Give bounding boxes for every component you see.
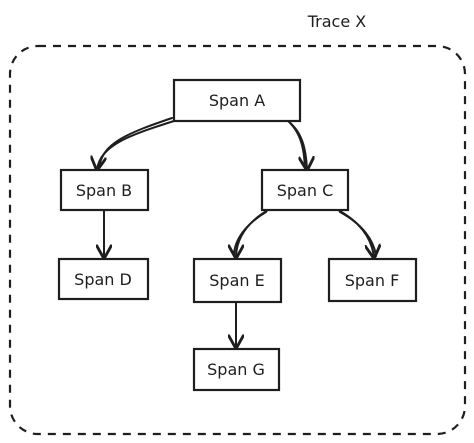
span-f-node: Span F [327, 257, 418, 303]
trace-title: Trace X [307, 12, 367, 31]
span-a-label: Span A [209, 91, 265, 110]
span-b-node: Span B [59, 168, 150, 212]
span-b-label: Span B [76, 181, 132, 200]
span-f-label: Span F [345, 271, 400, 290]
span-g-node: Span G [192, 347, 281, 392]
span-g-label: Span G [207, 360, 265, 379]
edge-c-e [234, 209, 269, 258]
edge-c-f [337, 209, 376, 258]
span-d-node: Span D [57, 257, 150, 301]
span-e-label: Span E [209, 271, 264, 290]
edge-a-b [97, 117, 175, 170]
span-d-label: Span D [74, 270, 132, 289]
span-c-label: Span C [277, 181, 334, 200]
span-a-node: Span A [172, 78, 302, 123]
span-e-node: Span E [192, 257, 283, 304]
trace-boundary [8, 44, 467, 436]
edge-a-c [285, 118, 307, 170]
span-c-node: Span C [260, 168, 350, 212]
